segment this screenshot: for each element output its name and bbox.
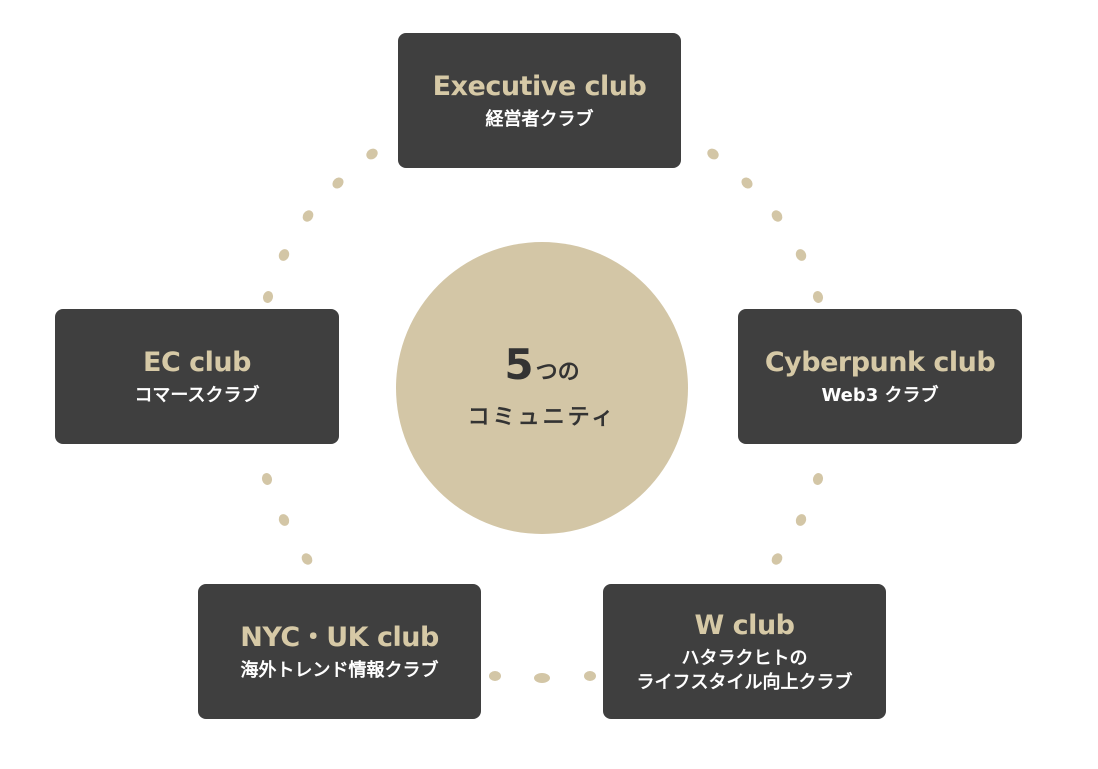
center-number: 5: [504, 340, 534, 389]
club-subtitle: 海外トレンド情報クラブ: [240, 659, 439, 681]
club-subtitle: Web3 クラブ: [821, 384, 939, 406]
club-title: Cyberpunk club: [764, 346, 996, 378]
club-card-nyc-uk: NYC・UK club 海外トレンド情報クラブ: [198, 584, 481, 719]
club-subtitle: ハタラクヒトの ライフスタイル向上クラブ: [637, 647, 853, 695]
connector-executive-ec: [262, 148, 378, 303]
club-title: W club: [694, 609, 796, 641]
club-card-executive: Executive club 経営者クラブ: [398, 33, 681, 168]
club-subtitle-line-2: ライフスタイル向上クラブ: [636, 671, 853, 693]
connector-ec-nyc: [261, 473, 313, 565]
club-card-w: W club ハタラクヒトの ライフスタイル向上クラブ: [603, 584, 886, 719]
club-subtitle: コマースクラブ: [134, 384, 260, 406]
club-subtitle-line-1: ハタラクヒトの: [681, 647, 808, 669]
club-title: EC club: [143, 346, 251, 378]
center-heading: 5 つの: [504, 343, 579, 395]
connector-nyc-w: [489, 671, 596, 683]
club-title: Executive club: [432, 70, 647, 102]
club-card-cyberpunk: Cyberpunk club Web3 クラブ: [738, 309, 1022, 444]
center-suffix: つの: [535, 360, 580, 385]
club-card-ec: EC club コマースクラブ: [55, 309, 339, 444]
center-circle: 5 つの コミュニティ: [396, 242, 688, 534]
club-subtitle: 経営者クラブ: [485, 108, 594, 130]
connector-executive-cyberpunk: [707, 148, 824, 303]
club-title: NYC・UK club: [240, 621, 439, 653]
connector-cyberpunk-w: [771, 473, 824, 565]
center-label: コミュニティ: [467, 405, 617, 430]
